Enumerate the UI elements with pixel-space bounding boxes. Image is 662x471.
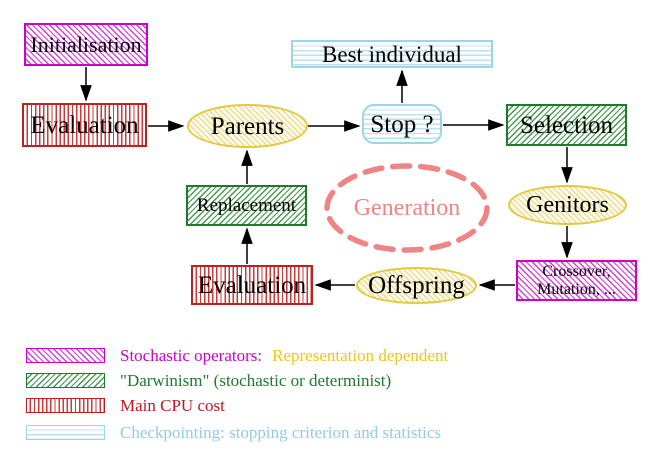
- legend-row-darwinism: "Darwinism" (stochastic or determinist): [26, 372, 391, 389]
- node-selection: Selection: [506, 104, 627, 146]
- legend-swatch-green-diagonal-hatch: [26, 373, 105, 388]
- node-crossover-mutation: Crossover, Mutation, ...: [516, 260, 637, 301]
- node-label: Replacement: [196, 195, 297, 216]
- node-label: Stop ?: [370, 110, 434, 138]
- generation-cycle-label: Generation: [325, 194, 489, 222]
- node-label: Selection: [519, 111, 614, 139]
- node-label: Generation: [353, 194, 461, 221]
- legend-row-checkpointing: Checkpointing: stopping criterion and st…: [26, 424, 441, 441]
- legend-label: "Darwinism" (stochastic or determinist): [120, 371, 392, 390]
- legend-row-stochastic-operators: Stochastic operators: Representation dep…: [26, 347, 448, 364]
- legend-label-secondary: Representation dependent: [272, 346, 449, 365]
- node-label-line2: Mutation, ...: [537, 280, 616, 298]
- legend-label: Stochastic operators:: [120, 346, 263, 365]
- node-label: Offspring: [368, 272, 465, 299]
- node-label: Best individual: [322, 41, 462, 67]
- node-evaluation-top: Evaluation: [22, 103, 147, 147]
- node-label: Evaluation: [197, 271, 307, 299]
- legend-swatch-red-vertical-stripes: [26, 398, 105, 413]
- node-evaluation-bottom: Evaluation: [191, 265, 313, 305]
- node-best-individual: Best individual: [291, 40, 493, 68]
- legend-label: Main CPU cost: [120, 396, 225, 415]
- node-initialisation: Initialisation: [24, 23, 148, 66]
- legend-swatch-cyan-horizontal-stripes: [26, 425, 105, 440]
- node-label: Genitors: [526, 192, 609, 218]
- legend-swatch-magenta-diagonal-hatch: [26, 348, 105, 363]
- node-label-line1: Crossover,: [542, 262, 611, 280]
- legend-label: Checkpointing: stopping criterion and st…: [120, 423, 442, 442]
- node-parents: Parents: [187, 104, 308, 148]
- node-label: Initialisation: [30, 31, 142, 57]
- node-replacement: Replacement: [186, 185, 307, 226]
- node-label: Evaluation: [30, 111, 139, 139]
- legend-row-main-cpu-cost: Main CPU cost: [26, 397, 225, 414]
- node-offspring: Offspring: [356, 267, 477, 304]
- node-stop: Stop ?: [362, 104, 442, 144]
- node-genitors: Genitors: [508, 185, 627, 225]
- node-label: Parents: [210, 112, 285, 140]
